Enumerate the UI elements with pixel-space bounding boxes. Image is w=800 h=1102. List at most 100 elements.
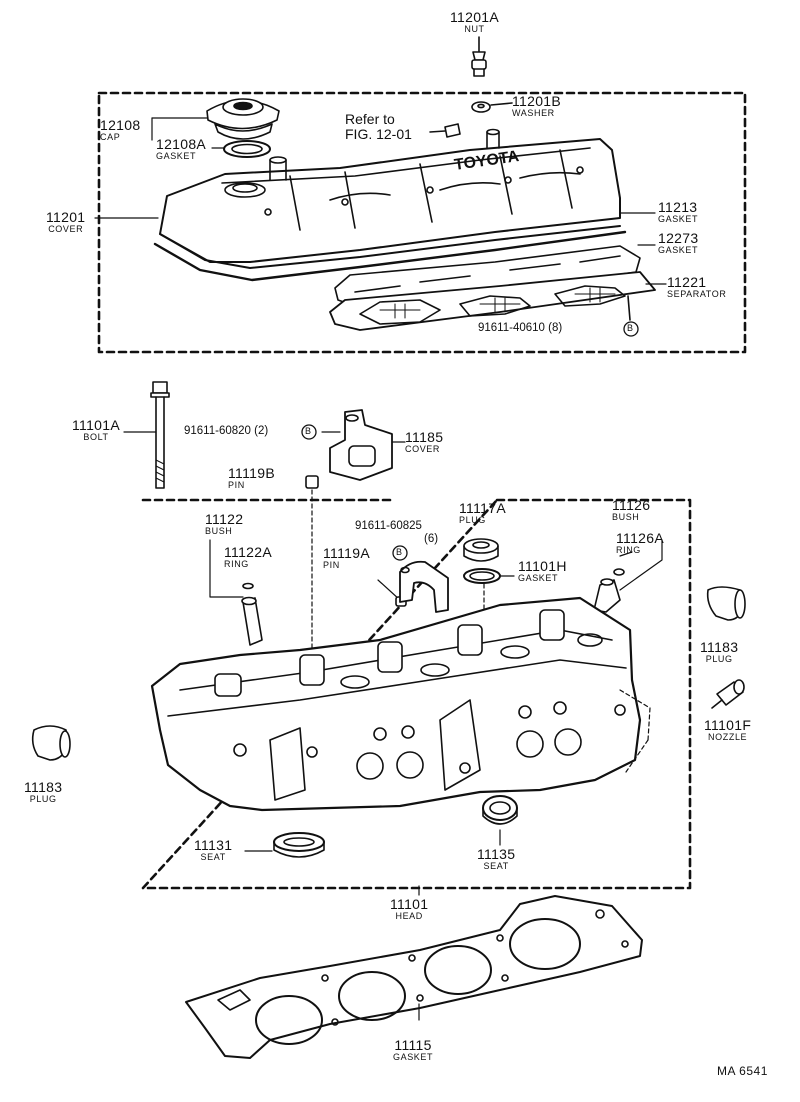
- plug-left-part: [31, 725, 71, 761]
- part-number: 11131: [194, 837, 233, 853]
- part-name: SEAT: [200, 852, 226, 862]
- cylinder-head-part: [150, 596, 651, 812]
- part-number: 12108: [100, 117, 141, 133]
- part-number: 11183: [700, 639, 739, 655]
- bush-rear-part: [593, 539, 663, 613]
- head-gasket-part: [185, 895, 643, 1059]
- part-number: 11213: [658, 199, 698, 215]
- valve-cover-part: TOYOTA: [153, 128, 627, 282]
- label-pin-a: 11119A PIN: [323, 546, 370, 570]
- seat-left-part: [244, 832, 325, 858]
- label-bush-ring: 11122A RING: [224, 545, 272, 569]
- part-number: 11117A: [459, 500, 506, 516]
- part-number: 11101H: [518, 558, 567, 574]
- water-cover-part: [321, 409, 406, 481]
- label-cam-plug: 11117A PLUG: [459, 501, 506, 525]
- part-number: 11185: [405, 429, 444, 445]
- part-number: 11122A: [224, 544, 272, 560]
- part-name: SEPARATOR: [667, 289, 727, 299]
- cam-cap-part: [377, 547, 449, 613]
- part-name: SEAT: [483, 861, 509, 871]
- seat-right-part: [482, 795, 518, 846]
- label-bush-rear: 11126 BUSH: [612, 498, 650, 522]
- part-name: RING: [616, 545, 641, 555]
- label-cover: 11201 COVER: [46, 210, 85, 234]
- filler-cap-part: [206, 98, 280, 140]
- label-head: 11101 HEAD: [390, 897, 428, 921]
- label-plug-left: 11183 PLUG: [24, 780, 62, 804]
- part-name: GASKET: [518, 573, 559, 583]
- part-number: 11201A: [450, 9, 500, 25]
- part-number: 11201: [46, 209, 86, 225]
- part-number: 11126: [612, 497, 651, 513]
- part-number: 11119B: [228, 465, 275, 481]
- part-number: 11201B: [512, 93, 562, 109]
- cam-cap-bolt-code: 91611-60825: [355, 520, 422, 532]
- part-name: PIN: [323, 560, 340, 570]
- catalog-code: MA 6541: [717, 1064, 768, 1078]
- label-nozzle: 11101F NOZZLE: [704, 718, 751, 742]
- part-name: PLUG: [705, 654, 733, 664]
- label-nut: 11201A NUT: [450, 10, 499, 34]
- label-separator: 11221 SEPARATOR: [667, 275, 726, 299]
- label-seat-right: 11135 SEAT: [477, 847, 515, 871]
- reference-note: Refer to FIG. 12-01: [345, 112, 412, 141]
- part-number: 11135: [477, 846, 516, 862]
- label-cap: 12108 CAP: [100, 118, 140, 142]
- part-name: WASHER: [512, 108, 555, 118]
- cover-bolt-code: 91611-40610 (8): [478, 322, 563, 334]
- part-number: 11119A: [323, 545, 370, 561]
- part-number: 11126A: [616, 530, 664, 546]
- part-name: BUSH: [205, 526, 233, 536]
- label-bush: 11122 BUSH: [205, 512, 243, 536]
- label-cap-gasket: 12108A GASKET: [156, 137, 206, 161]
- pin-b-part: [305, 475, 319, 661]
- label-cover-gasket: 11213 GASKET: [658, 200, 698, 224]
- label-washer: 11201B WASHER: [512, 94, 561, 118]
- label-plug-right: 11183 PLUG: [700, 640, 738, 664]
- part-name: NOZZLE: [708, 732, 748, 742]
- cam-cap-bolt-mark: B: [396, 547, 403, 557]
- part-name: PLUG: [459, 515, 486, 525]
- part-number: 11101: [390, 896, 429, 912]
- head-bolt-part: [123, 381, 170, 489]
- label-seat-left: 11131 SEAT: [194, 838, 232, 862]
- plug-right-part: [706, 586, 746, 621]
- bolt-mark-marker: [301, 321, 639, 561]
- part-number: 11101F: [704, 717, 752, 733]
- nozzle-part: [711, 679, 745, 709]
- label-separator-gasket: 12273 GASKET: [658, 231, 698, 255]
- water-cover-bolt-code: 91611-60820 (2): [184, 425, 269, 437]
- part-name: RING: [224, 559, 249, 569]
- part-number: 11101A: [72, 417, 120, 433]
- label-water-cover: 11185 COVER: [405, 430, 443, 454]
- part-name: GASKET: [393, 1052, 434, 1062]
- water-cover-bolt-mark: B: [305, 426, 312, 436]
- cap-gasket-part: [223, 140, 271, 158]
- washer-part: [471, 101, 513, 113]
- part-name: HEAD: [395, 911, 423, 921]
- cover-bolt-mark: B: [627, 323, 634, 333]
- part-name: CAP: [100, 132, 121, 142]
- part-number: 11221: [667, 274, 707, 290]
- part-name: GASKET: [156, 151, 197, 161]
- part-name: COVER: [48, 224, 84, 234]
- part-name: GASKET: [658, 245, 699, 255]
- cam-cap-bolt-qty: (6): [424, 533, 439, 545]
- part-number: 12108A: [156, 136, 207, 152]
- reference-line1: Refer to: [345, 111, 395, 127]
- label-bolt: 11101A BOLT: [72, 418, 120, 442]
- part-number: 11183: [24, 779, 63, 795]
- cover-group-box: [97, 91, 747, 354]
- refer-plug-part: [429, 123, 461, 138]
- bush-front-part: [209, 539, 263, 646]
- part-number: 11122: [205, 511, 244, 527]
- part-name: PIN: [228, 480, 245, 490]
- part-name: COVER: [405, 444, 441, 454]
- part-number: 11115: [394, 1037, 432, 1053]
- label-pin-b: 11119B PIN: [228, 466, 275, 490]
- label-head-gasket: 11115 GASKET: [393, 1038, 433, 1062]
- nut-part: [471, 36, 487, 77]
- part-name: PLUG: [29, 794, 57, 804]
